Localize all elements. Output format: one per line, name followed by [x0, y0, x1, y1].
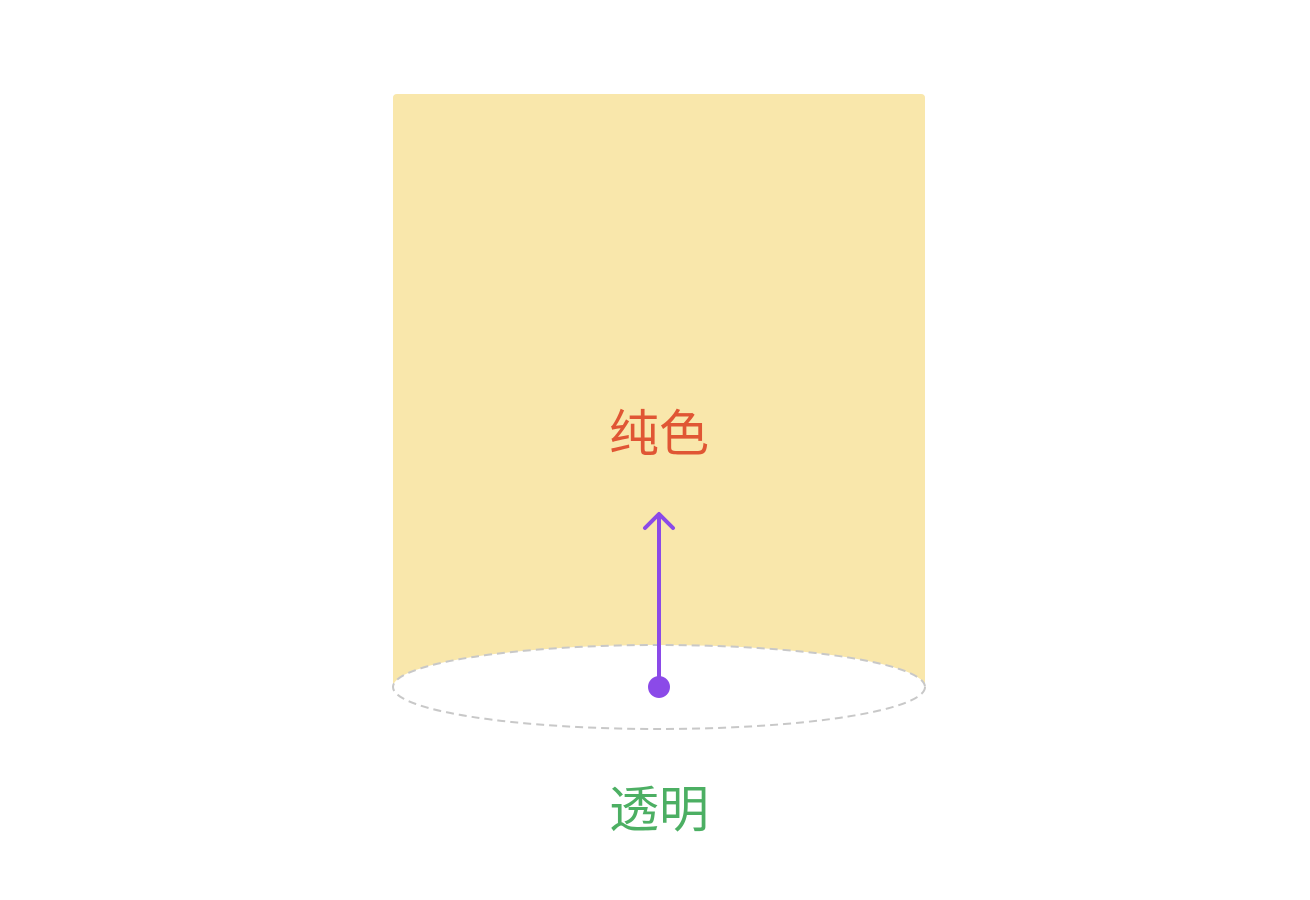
transparent-label: 透明 [609, 781, 709, 839]
arrow-head [643, 512, 675, 530]
solid-fill-shape [393, 94, 925, 687]
arrow-origin-dot [648, 676, 670, 698]
solid-label: 纯色 [609, 405, 709, 463]
